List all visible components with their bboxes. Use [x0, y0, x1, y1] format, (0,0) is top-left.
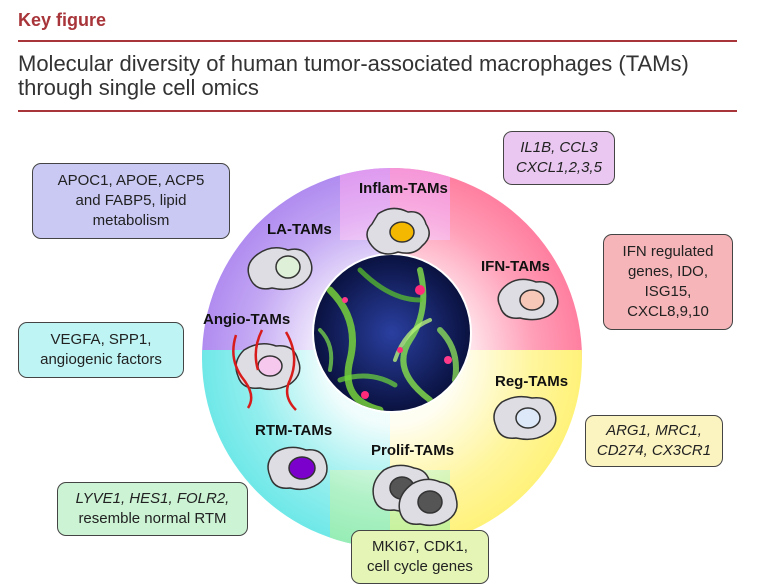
inflam-tam-cell: [366, 207, 430, 255]
angio-marker-line: angiogenic factors: [40, 351, 162, 368]
rtm-marker-line: LYVE1, HES1, FOLR2,: [75, 490, 230, 507]
prolif-marker-line: cell cycle genes: [367, 558, 473, 575]
rtm-tams-label: RTM-TAMs: [255, 422, 333, 439]
title-divider: [18, 110, 737, 112]
reg-marker-line: CD274, CX3CR1: [596, 442, 712, 459]
la-markers-box: APOC1, APOE, ACP5 and FABP5, lipid metabol…: [32, 163, 230, 239]
la-marker-line: APOC1, APOE, ACP5: [57, 172, 205, 189]
reg-tam-cell: [493, 395, 557, 441]
key-figure-heading: Key figure: [18, 10, 107, 30]
inflam-tams-label: Inflam-TAMs: [359, 180, 448, 197]
title-line-1: Molecular diversity of human tumor-assoc…: [18, 51, 689, 76]
prolif-tam-cell: [372, 464, 458, 527]
ifn-marker-line: ISG15,: [644, 283, 692, 300]
reg-tams-label: Reg-TAMs: [495, 373, 569, 390]
ifn-marker-line: genes, IDO,: [627, 263, 709, 280]
rtm-marker-line: resemble normal RTM: [78, 510, 227, 527]
ifn-tam-cell: [497, 278, 559, 321]
prolif-tams-label: Prolif-TAMs: [371, 442, 455, 459]
ifn-marker-line: IFN regulated: [622, 243, 714, 260]
prolif-markers-box: MKI67, CDK1, cell cycle genes: [351, 530, 489, 584]
angio-tams-label: Angio-TAMs: [203, 311, 291, 328]
angio-tam-cell: [232, 329, 301, 411]
ifn-markers-box: IFN regulated genes, IDO, ISG15, CXCL8,9,10: [603, 234, 733, 330]
inflam-marker-line: IL1B, CCL3: [520, 139, 598, 156]
tissue-image: [312, 253, 472, 413]
figure-title: Molecular diversity of human tumor-assoc…: [18, 52, 748, 100]
ifn-marker-line: CXCL8,9,10: [627, 303, 709, 320]
ifn-tams-label: IFN-TAMs: [481, 258, 550, 275]
rtm-tam-cell: [267, 446, 328, 491]
la-marker-line: metabolism: [92, 212, 170, 229]
la-tam-cell: [247, 247, 313, 291]
inflam-marker-line: CXCL1,2,3,5: [516, 159, 602, 176]
la-marker-line: and FABP5, lipid: [75, 192, 187, 209]
angio-markers-box: VEGFA, SPP1, angiogenic factors: [18, 322, 184, 378]
reg-markers-box: ARG1, MRC1, CD274, CX3CR1: [585, 415, 723, 467]
angio-marker-line: VEGFA, SPP1,: [50, 331, 152, 348]
reg-marker-line: ARG1, MRC1,: [606, 422, 702, 439]
top-divider: [18, 40, 737, 42]
rtm-markers-box: LYVE1, HES1, FOLR2, resemble normal RTM: [57, 482, 248, 536]
la-tams-label: LA-TAMs: [267, 221, 332, 238]
prolif-marker-line: MKI67, CDK1,: [372, 538, 468, 555]
title-line-2: through single cell omics: [18, 75, 259, 100]
